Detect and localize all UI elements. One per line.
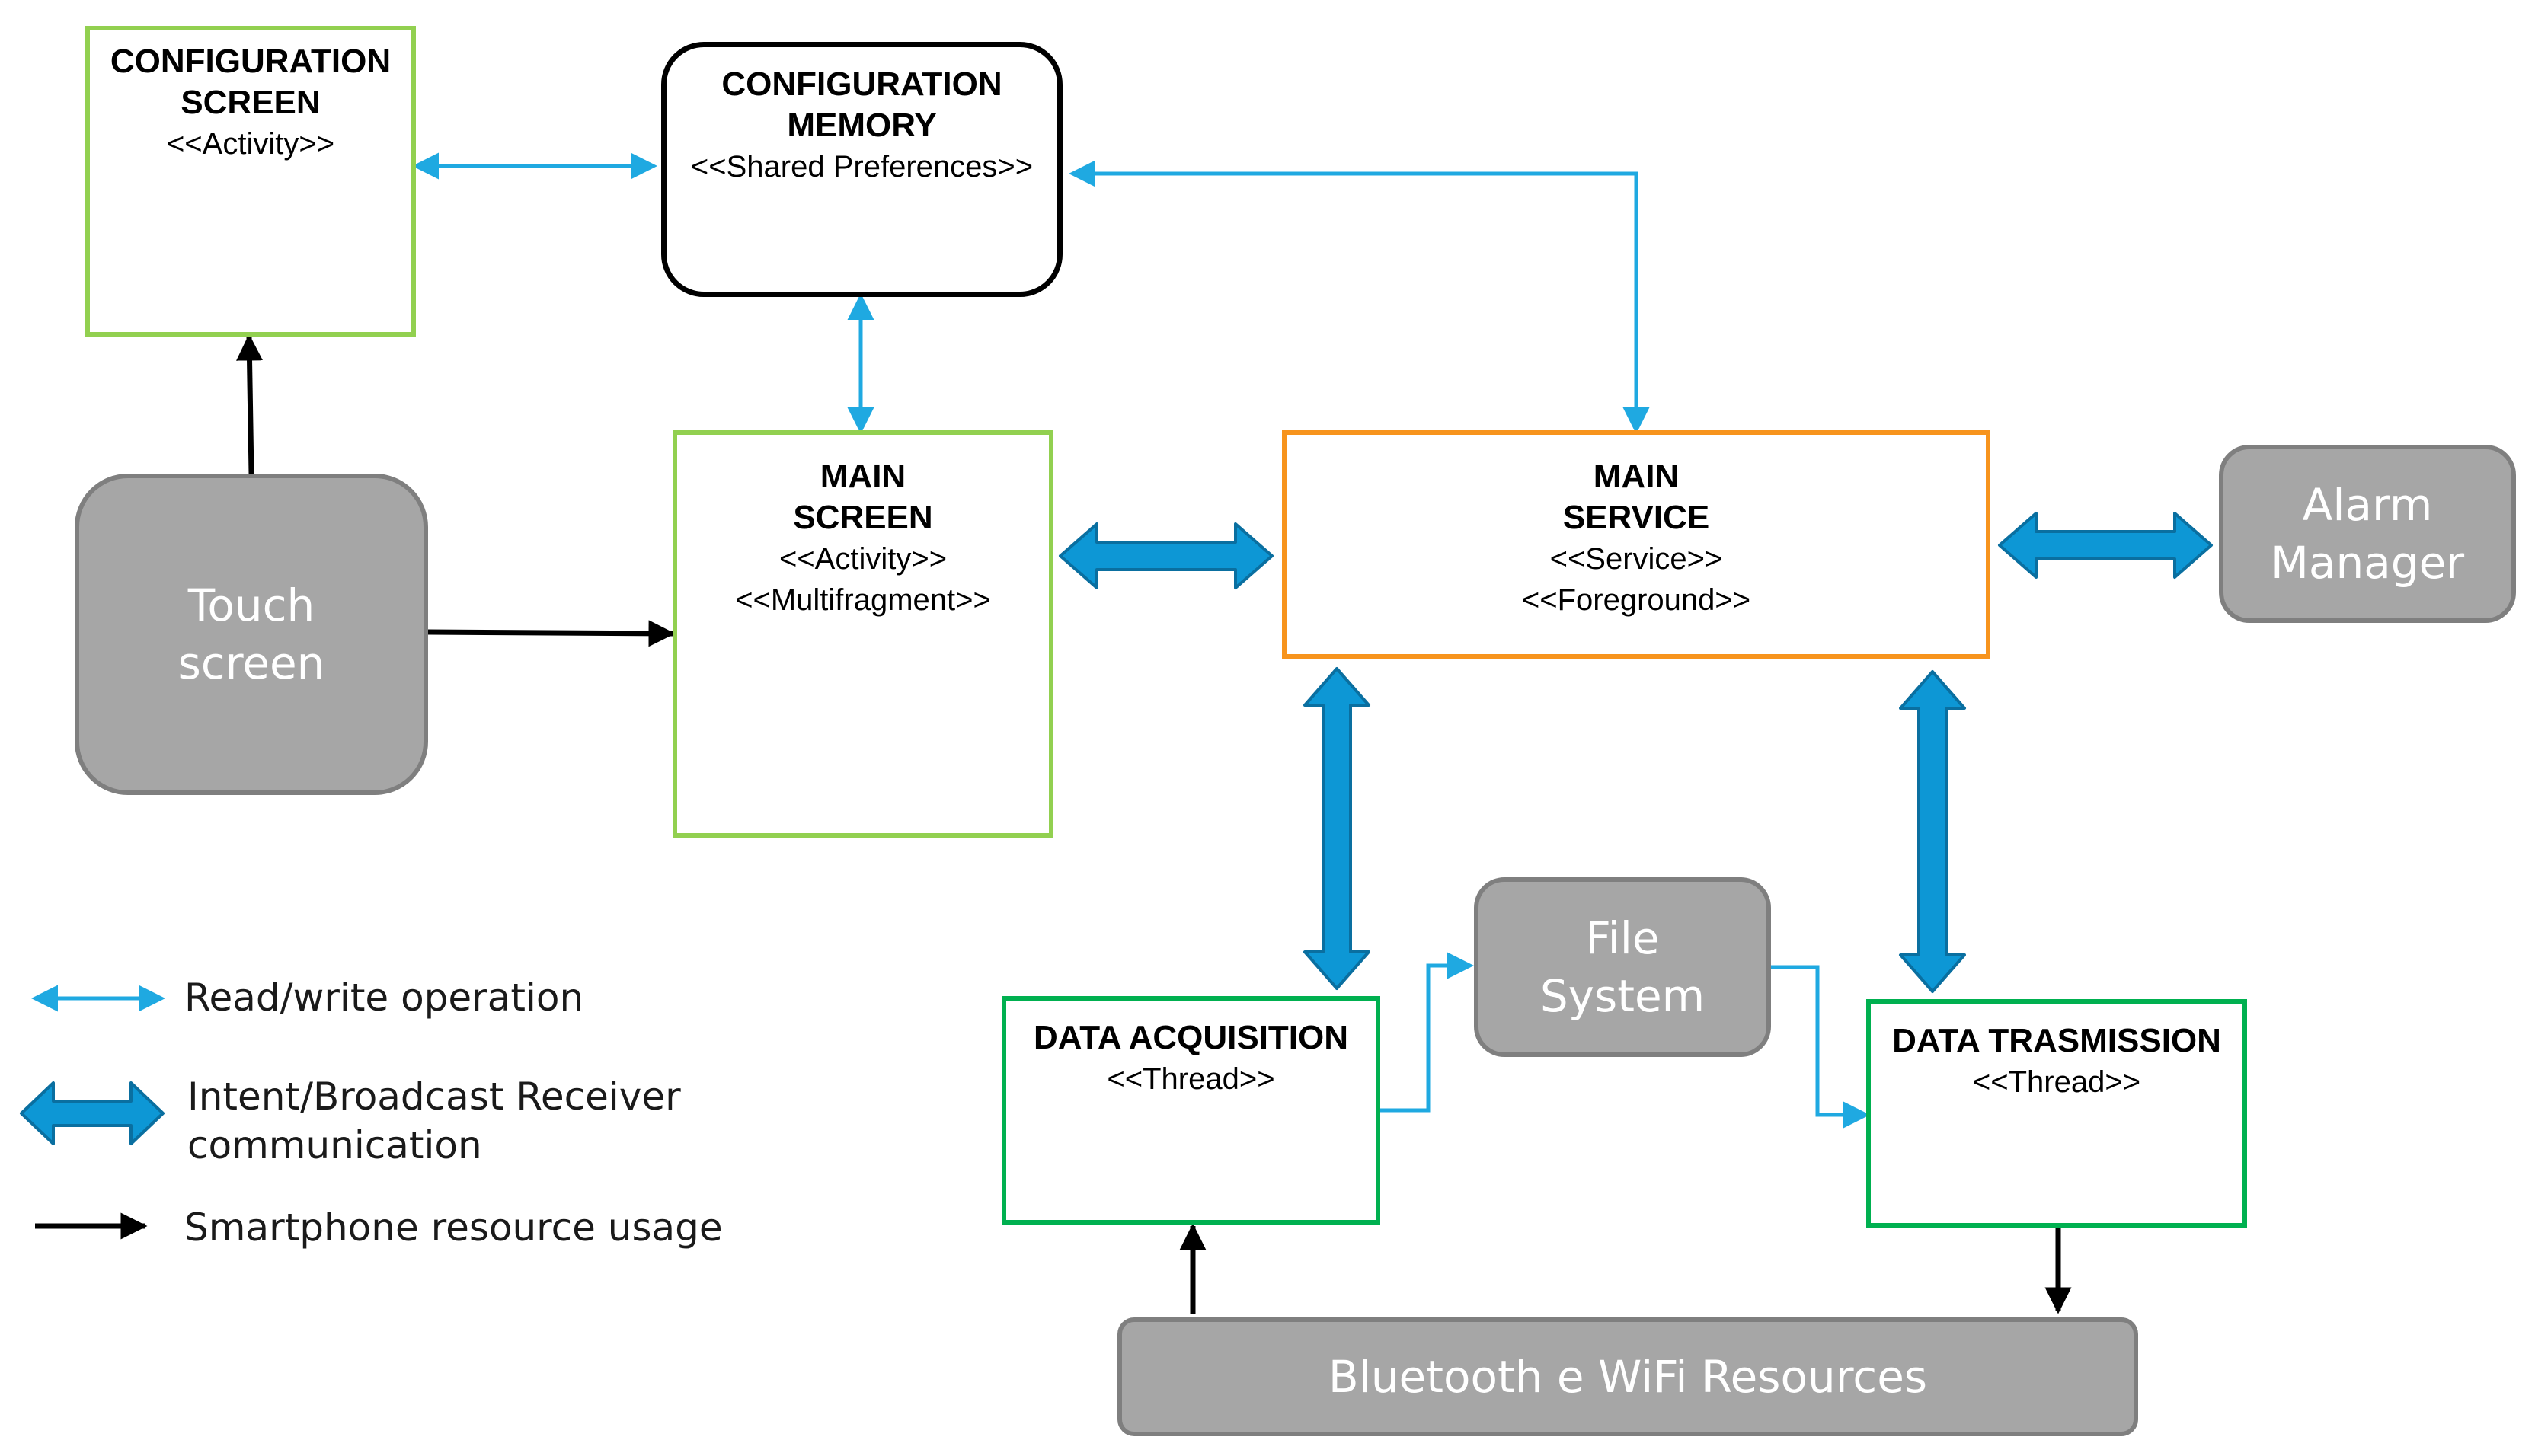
data-acquisition-title: DATA ACQUISITION (1033, 1019, 1349, 1056)
bluetooth-wifi-resources: Bluetooth e WiFi Resources (1117, 1317, 2138, 1436)
intent-main-screen-service (1059, 522, 1274, 589)
intent-service-acquisition (1303, 667, 1370, 990)
configuration-memory-box: CONFIGURATION MEMORY <<Shared Preference… (661, 42, 1063, 297)
configuration-screen-stereotype: <<Activity>> (166, 127, 335, 161)
main-service-box: MAIN SERVICE <<Service>> <<Foreground>> (1282, 430, 1990, 659)
legend-read-write-label: Read/write operation (184, 975, 584, 1020)
legend-intent-arrow (20, 1081, 165, 1145)
legend-intent-label: Intent/Broadcast Receiver communication (187, 1074, 681, 1167)
main-screen-stereotype-activity: <<Activity>> (778, 542, 948, 576)
data-transmission-stereotype: <<Thread>> (1972, 1065, 2141, 1099)
rw-file-system-transmission (1771, 965, 1870, 1129)
main-service-stereotype-service: <<Service>> (1549, 542, 1723, 576)
rw-acquisition-file-system (1380, 952, 1474, 1113)
rw-memory-main-service (1069, 160, 1650, 434)
main-screen-stereotype-multifragment: <<Multifragment>> (735, 583, 991, 617)
data-acquisition-stereotype: <<Thread>> (1107, 1062, 1275, 1096)
intent-service-transmission (1899, 670, 1966, 993)
main-service-title: MAIN SERVICE (1562, 458, 1710, 536)
usage-touch-config-screen (236, 334, 264, 474)
file-system-resource: File System (1474, 877, 1771, 1057)
configuration-screen-box: CONFIGURATION SCREEN <<Activity>> (85, 26, 416, 337)
configuration-memory-stereotype: <<Shared Preferences>> (690, 150, 1034, 184)
data-transmission-title: DATA TRASMISSION (1892, 1022, 2221, 1059)
touch-screen-resource: Touch screen (75, 474, 428, 795)
configuration-screen-title: CONFIGURATION SCREEN (110, 43, 392, 121)
legend-resource-usage-label: Smartphone resource usage (184, 1205, 723, 1250)
main-screen-title: MAIN SCREEN (793, 458, 933, 536)
usage-touch-main-screen (427, 620, 676, 647)
main-screen-box: MAIN SCREEN <<Activity>> <<Multifragment… (673, 430, 1053, 838)
data-transmission-box: DATA TRASMISSION <<Thread>> (1866, 999, 2247, 1228)
main-service-stereotype-foreground: <<Foreground>> (1521, 583, 1751, 617)
alarm-manager-resource: Alarm Manager (2219, 445, 2516, 623)
intent-service-alarm-manager (1998, 512, 2213, 579)
configuration-memory-title: CONFIGURATION MEMORY (721, 65, 1002, 144)
data-acquisition-box: DATA ACQUISITION <<Thread>> (1002, 996, 1380, 1225)
